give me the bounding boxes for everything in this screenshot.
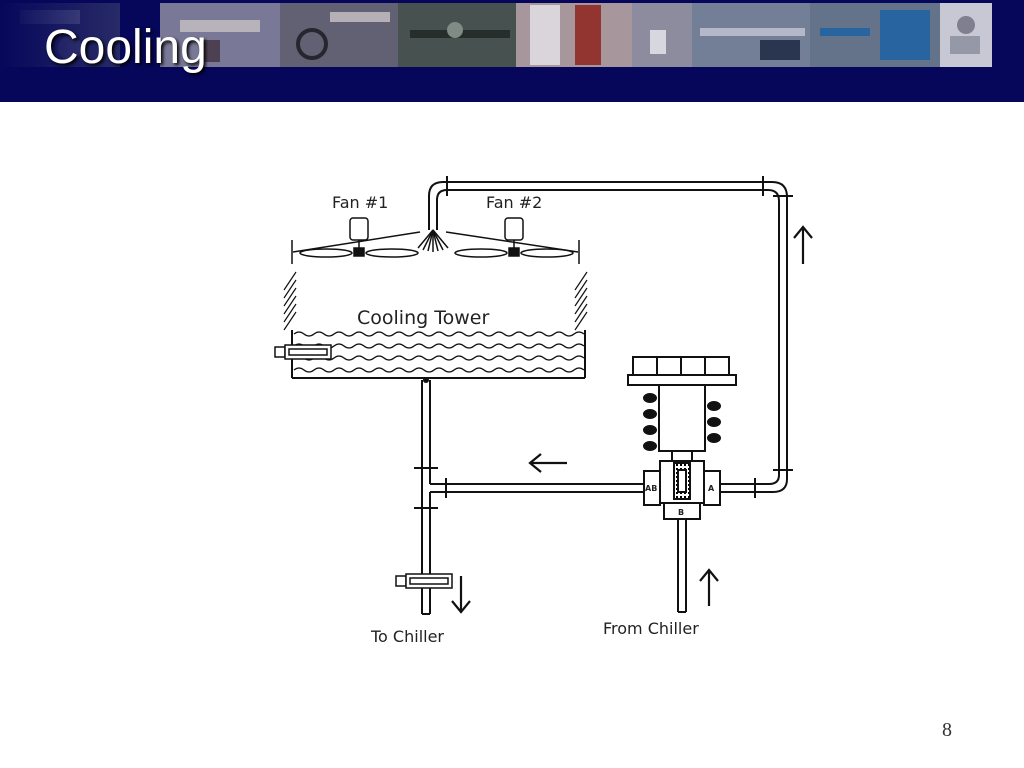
photo-tile	[940, 3, 992, 67]
basin-water	[293, 331, 585, 373]
photo-tile	[160, 3, 280, 67]
supply-valve-icon	[395, 573, 453, 589]
tower-top	[291, 231, 580, 264]
page-number: 8	[942, 719, 952, 741]
return-pipe	[428, 181, 788, 493]
fan-2-label: Fan #2	[486, 193, 542, 212]
photo-tile	[398, 3, 516, 67]
fan-1-icon	[299, 217, 419, 258]
spray-nozzle-icon	[417, 229, 449, 252]
fan-2-icon	[454, 217, 574, 258]
valve-port-ab-label: AB	[645, 484, 657, 493]
photo-tile	[692, 3, 810, 67]
to-chiller-label: To Chiller	[370, 627, 444, 646]
from-chiller-label: From Chiller	[603, 619, 699, 638]
photo-tile	[632, 3, 692, 67]
three-way-valve-icon	[627, 356, 737, 520]
header-banner: Cooling	[0, 0, 1024, 102]
photo-tile	[280, 3, 398, 67]
fan-1-label: Fan #1	[332, 193, 388, 212]
left-louver	[283, 271, 297, 331]
supply-pipe	[421, 380, 644, 615]
valve-spring-coils	[643, 393, 721, 451]
valve-port-b-label: B	[678, 508, 684, 517]
photo-tile	[810, 3, 940, 67]
header-photo-strip	[0, 0, 1024, 102]
flow-arrow-up-icon	[793, 225, 813, 264]
cooling-tower-label: Cooling Tower	[357, 307, 489, 329]
right-louver	[574, 271, 588, 331]
slide-title: Cooling	[44, 21, 207, 74]
flow-arrow-up-icon	[699, 568, 719, 606]
pipe-joint-marks	[446, 176, 793, 498]
flow-arrow-left-icon	[528, 453, 567, 473]
valve-port-a-label: A	[708, 484, 715, 493]
inlet-pipe	[677, 519, 687, 613]
basin-outlet	[423, 377, 429, 383]
makeup-valve-icon	[274, 344, 332, 360]
flow-arrow-down-icon	[451, 576, 471, 614]
supply-joint-marks	[414, 467, 447, 509]
tower-basin	[291, 330, 586, 379]
photo-tile	[516, 3, 632, 67]
